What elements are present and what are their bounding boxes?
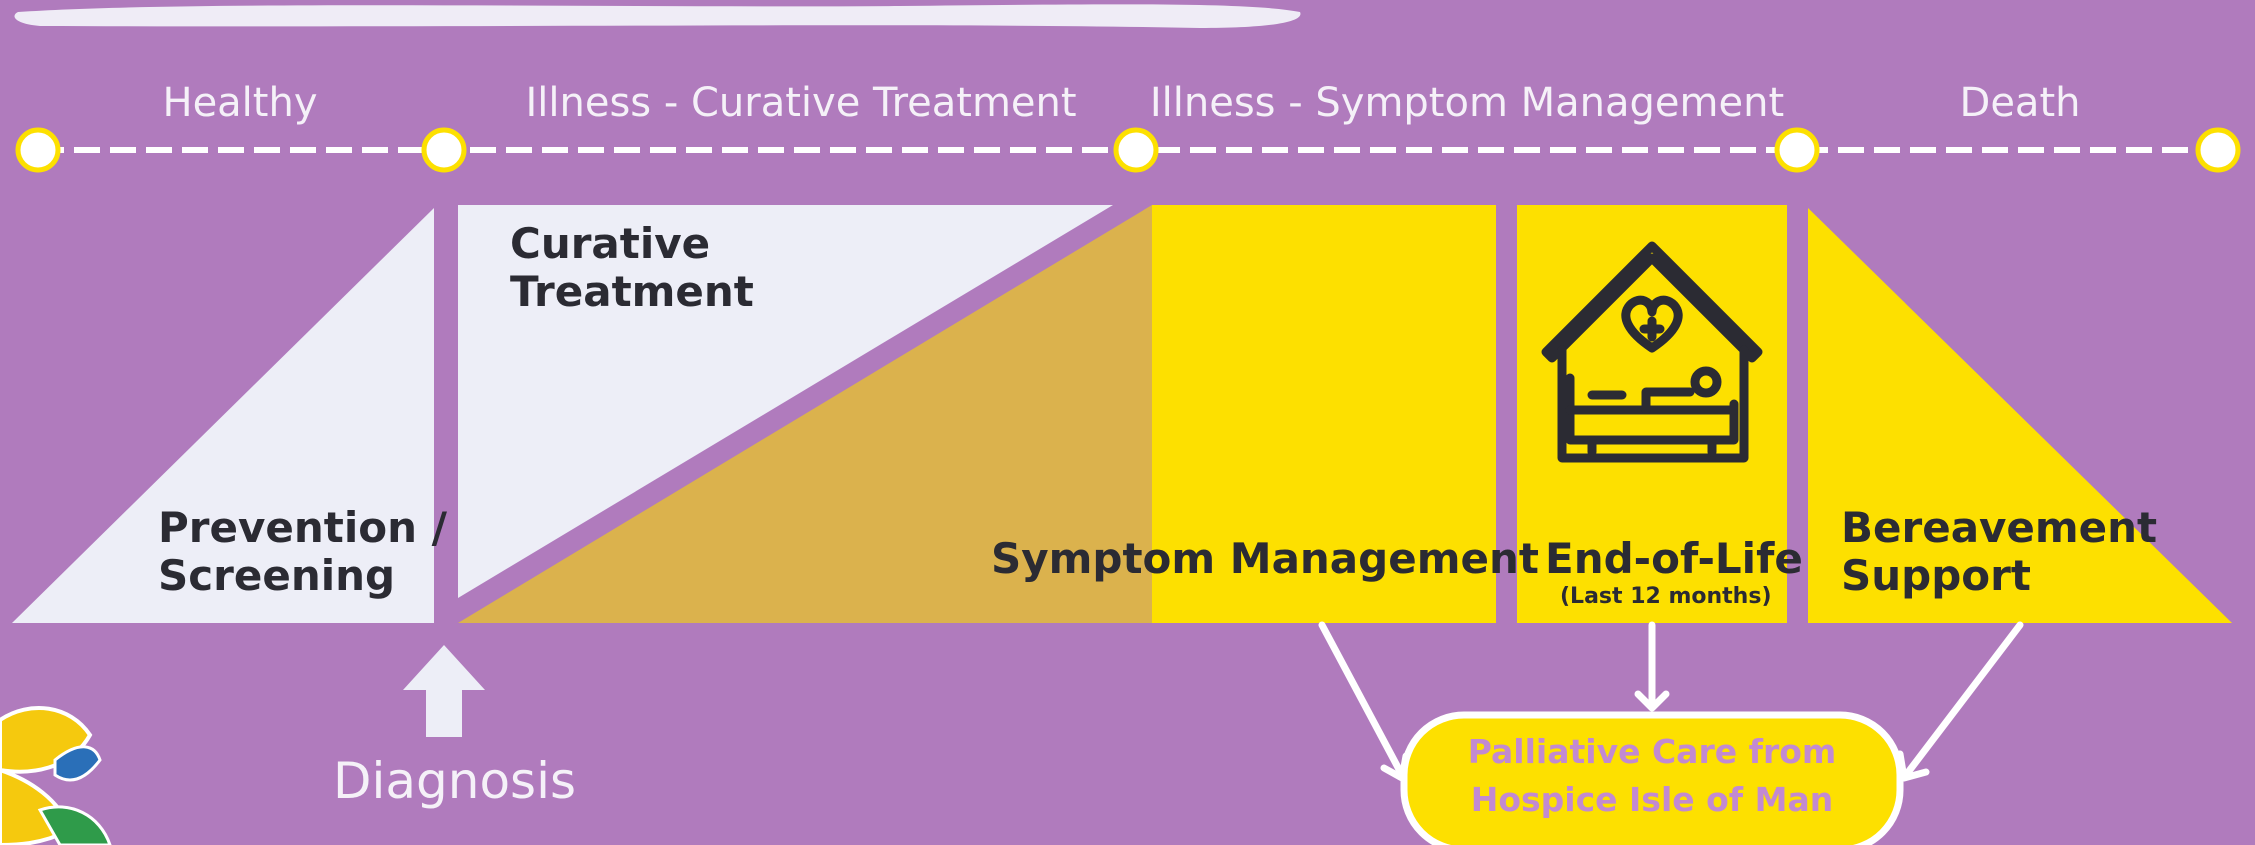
timeline-node-symptom	[1113, 127, 1159, 173]
curative-label: Curative Treatment	[510, 220, 754, 316]
symptom-block	[1152, 205, 1496, 623]
symptom-triangle	[458, 205, 1152, 623]
palliative-care-label: Palliative Care from Hospice Isle of Man	[1404, 728, 1900, 824]
hospice-house-bed-icon	[1541, 241, 1763, 463]
curative-label-line1: Curative	[510, 219, 711, 268]
end-of-life-sublabel: (Last 12 months)	[1560, 584, 1772, 609]
symptom-management-label: Symptom Management	[991, 534, 1539, 583]
bereavement-shape	[1808, 208, 2232, 623]
butterfly-logo-icon	[0, 706, 112, 845]
timeline-node-death	[1774, 127, 1820, 173]
palliative-care-line2: Hospice Isle of Man	[1470, 780, 1834, 819]
palliative-care-line1: Palliative Care from	[1467, 732, 1837, 771]
timeline-node-end	[2195, 127, 2241, 173]
prevention-label-line1: Prevention /	[158, 503, 447, 552]
prevention-label: Prevention / Screening	[158, 504, 447, 600]
curative-triangle	[458, 205, 1113, 598]
brush-stroke	[14, 4, 1301, 29]
diagnosis-arrow	[403, 645, 485, 737]
timeline-node-start	[15, 127, 61, 173]
diagnosis-label: Diagnosis	[333, 752, 577, 810]
curative-label-line2: Treatment	[510, 267, 754, 316]
phase-label-curative: Illness - Curative Treatment	[525, 80, 1077, 126]
palliative-care-pill	[1400, 711, 1904, 845]
prevention-label-line2: Screening	[158, 551, 396, 600]
end-of-life-label: End-of-Life	[1545, 534, 1803, 583]
prevention-triangle	[12, 208, 434, 623]
timeline-node-diagnosis	[421, 127, 467, 173]
phase-label-symptom: Illness - Symptom Management	[1149, 80, 1785, 126]
bereavement-label: Bereavement Support	[1841, 504, 2157, 600]
phase-label-healthy: Healthy	[162, 80, 318, 126]
bereavement-label-line2: Support	[1841, 551, 2031, 600]
phase-label-death: Death	[1959, 80, 2081, 126]
bereavement-label-line1: Bereavement	[1841, 503, 2158, 552]
